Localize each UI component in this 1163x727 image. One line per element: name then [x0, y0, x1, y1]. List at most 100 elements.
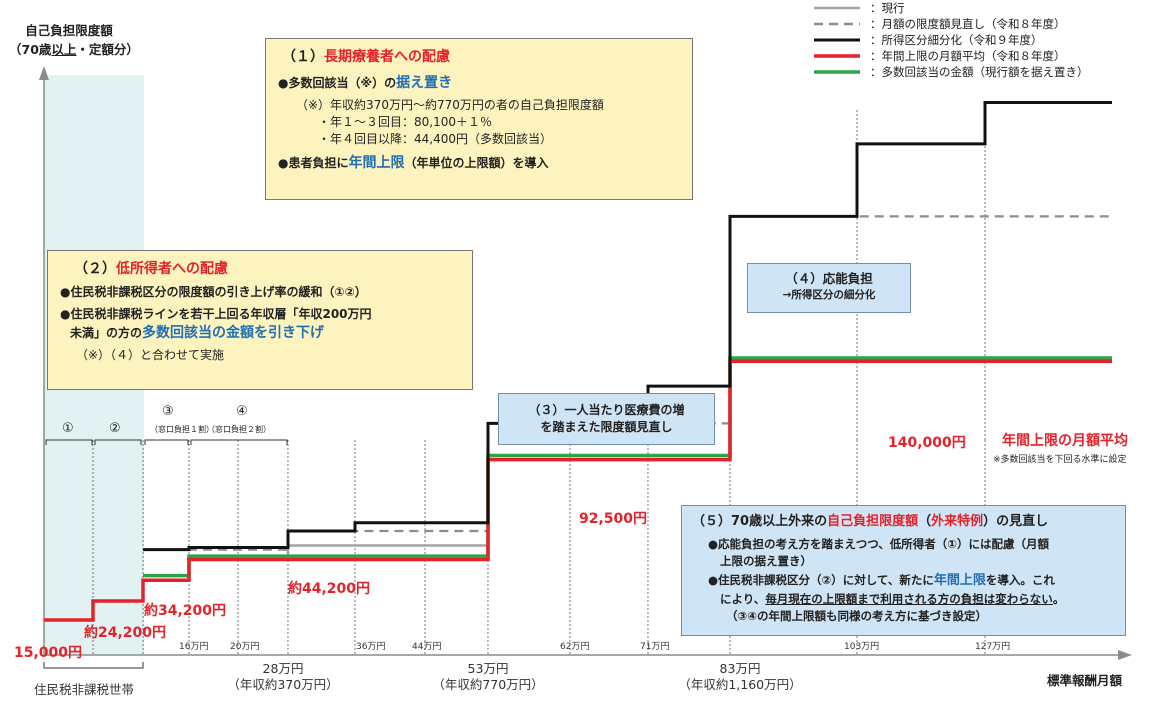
x-label-53-main: 53万円 [467, 661, 509, 676]
box2-item1: ●住民税非課税区分の限度額の引き上げ率の緩和（①②） [60, 285, 367, 300]
segment-sub-4: （窓口負担２割） [207, 425, 271, 434]
legend-label-1: ：月額の限度額見直し（令和８年度） [870, 17, 1066, 31]
legend-swatch-0 [814, 6, 860, 10]
series-line-3 [44, 359, 1112, 622]
box2-item2-line2: 未満」の方の [70, 326, 143, 341]
x-tick-20: 20万円 [230, 642, 260, 652]
box5-item2-line2-post: 。 [1052, 592, 1065, 607]
y-axis-sub-a: （70歳 [9, 42, 52, 57]
box-cost-increase: （３）一人当たり医療費の増 を踏まえた限度額見直し [498, 393, 715, 445]
value-label-24200: 約24,200円 [84, 625, 167, 641]
x-tick-62: 62万円 [560, 642, 590, 652]
y-axis-sub-b: 以上 [51, 42, 77, 57]
y-axis-sub-c: ・定額分） [76, 42, 139, 57]
bracket-seg1 [45, 439, 93, 445]
box1-item2-em: 年間上限 [348, 154, 405, 171]
box3-line1: （３）一人当たり医療費の増 [528, 403, 685, 417]
x-label-28: 28万円 （年収約370万円） [223, 661, 343, 694]
box4-title: （４）応能負担 [785, 271, 873, 286]
box5-title-red1: 自己負担限度額 [827, 514, 919, 529]
legend-swatch-4 [814, 70, 860, 74]
box5-note: （③④の年間上限額も同様の考え方に基づき設定） [726, 608, 987, 623]
box5-item2-line1: ●住民税非課税区分（②）に対して、新たに [708, 573, 934, 588]
series-line-4 [143, 356, 1112, 578]
box5-item1-line2: 上限の据え置き） [720, 553, 812, 568]
segment-label-1: ① [62, 421, 74, 436]
x-tick-71: 71万円 [640, 642, 670, 652]
x-tick-127: 127万円 [975, 642, 1011, 652]
legend-item-0: ：現行 [812, 0, 1162, 16]
y-axis-arrow [39, 66, 49, 80]
x-label-28-main: 28万円 [262, 661, 304, 676]
box5-title-post: ）の見直し [983, 514, 1049, 529]
legend-item-2: ：所得区分細分化（令和９年度） [812, 32, 1162, 48]
box-low-income: （２）低所得者への配慮 ●住民税非課税区分の限度額の引き上げ率の緩和（①②） ●… [47, 250, 473, 390]
x-axis-title: 標準報酬月額 [1047, 673, 1123, 688]
box2-item2-line1: ●住民税非課税ラインを若干上回る年収層「年収200万円 [60, 306, 372, 321]
legend-swatch-3 [814, 54, 860, 58]
bracket-seg3 [144, 439, 189, 445]
x-label-53: 53万円 （年収約770万円） [428, 661, 548, 694]
bracket-nontaxable [43, 662, 144, 669]
box2-title: 低所得者への配慮 [116, 261, 228, 277]
segment-label-3: ③ [162, 404, 174, 419]
legend-label-0: ：現行 [870, 1, 905, 15]
box2-title-num: （２） [74, 261, 116, 277]
box-outpatient-special: （５）70歳以上外来の自己負担限度額（外来特例）の見直し ●応能負担の考え方を踏… [681, 505, 1126, 636]
legend-swatch-2 [814, 38, 860, 42]
legend-item-1: ：月額の限度額見直し（令和８年度） [812, 16, 1162, 32]
legend-item-4: ：多数回該当の金額（現行額を据え置き） [812, 64, 1162, 80]
box5-item2-line2-ul: 毎月現在の上限額まで利用される方の負担は変わらない [765, 592, 1053, 607]
box2-note: （※）（４）と合わせて実施 [76, 348, 225, 363]
segment-sub-3: （窓口負担１割） [150, 425, 214, 434]
box1-note1: （※）年収約370万円～約770万円の者の自己負担限度額 [296, 97, 604, 112]
value-label-44200: 約44,200円 [288, 581, 371, 597]
value-label-140000: 140,000円 [888, 435, 966, 451]
legend-swatch-1 [814, 22, 860, 26]
box5-item2-line1-post: を導入。これ [985, 573, 1055, 588]
box-long-term-care: （１）長期療養者への配慮 ●多数回該当（※）の据え置き （※）年収約370万円～… [265, 38, 693, 200]
annual-average-annotation: 年間上限の月額平均 [1002, 433, 1128, 449]
x-label-28-sub: （年収約370万円） [227, 677, 339, 693]
box1-item1: ●多数回該当（※）の [278, 76, 397, 91]
box5-item2-em: 年間上限 [933, 573, 986, 589]
box-ability-to-pay: （４）応能負担 →所得区分の細分化 [747, 263, 911, 313]
box3-line2: を踏まえた限度額見直し [540, 420, 673, 435]
box1-item2: ●患者負担に [278, 155, 349, 170]
x-sub-label-nontaxable: 住民税非課税世帯 [34, 682, 135, 697]
box1-note3: ・年４回目以降：44,400円（多数回該当） [318, 132, 552, 147]
legend-item-3: ：年間上限の月額平均（令和８年度） [812, 48, 1162, 64]
segment-label-2: ② [109, 421, 121, 436]
value-label-92500: 92,500円 [579, 511, 648, 527]
x-axis-arrow [1118, 650, 1132, 660]
x-tick-44: 44万円 [412, 642, 442, 652]
box5-item2-line2: により、 [720, 592, 766, 607]
y-axis-title: 自己負担限度額 （70歳以上・定額分） [9, 20, 139, 58]
x-label-83: 83万円 （年収約1,160万円） [670, 661, 810, 694]
box1-note2: ・年１～３回目：80,100＋１％ [318, 114, 492, 129]
x-label-53-sub: （年収約770万円） [432, 677, 544, 693]
box5-title-red2: 外来特例 [931, 514, 984, 529]
legend-label-2: ：所得区分細分化（令和９年度） [870, 33, 1043, 47]
box1-title-num: （１） [282, 49, 324, 65]
annual-average-note: ※多数回該当を下回る水準に設定 [993, 455, 1127, 465]
legend: ：現行 ：月額の限度額見直し（令和８年度） ：所得区分細分化（令和９年度） ：年間上限… [812, 0, 1162, 80]
legend-label-3: ：年間上限の月額平均（令和８年度） [870, 49, 1066, 63]
bracket-seg2 [94, 439, 142, 445]
x-tick-103: 103万円 [844, 642, 880, 652]
x-label-83-main: 83万円 [719, 661, 761, 676]
box1-item1-em: 据え置き [396, 75, 453, 92]
x-tick-36: 36万円 [356, 642, 386, 652]
box1-title: 長期療養者への配慮 [324, 49, 450, 65]
box5-title-pre: （５）70歳以上外来の [692, 514, 828, 529]
bracket-seg4 [190, 439, 288, 445]
x-label-83-sub: （年収約1,160万円） [678, 677, 802, 693]
y-axis-label: 自己負担限度額 [25, 23, 113, 38]
segment-label-4: ④ [236, 404, 248, 419]
box4-sub: →所得区分の細分化 [782, 289, 876, 302]
value-label-15000: 15,000円 [14, 645, 83, 661]
x-tick-16: 16万円 [179, 642, 209, 652]
value-label-34200: 約34,200円 [144, 603, 227, 619]
box2-item2-em: 多数回該当の金額を引き下げ [142, 325, 325, 342]
box5-item1-line1: ●応能負担の考え方を踏まえつつ、低所得者（①）には配慮（月額 [708, 536, 1049, 551]
